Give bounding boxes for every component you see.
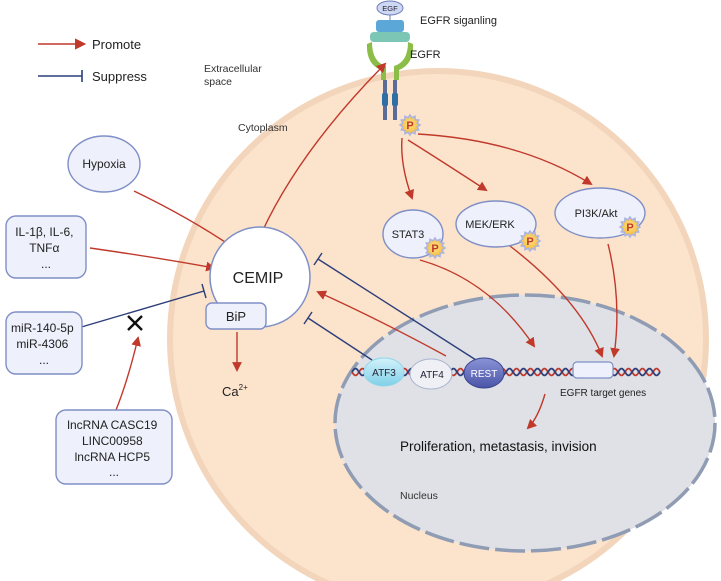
svg-text:IL-1β, IL-6, TNFα: IL-1β, IL-6, TNFα ... (15, 225, 77, 271)
cytoplasm-label: Cytoplasm (238, 122, 288, 134)
mek-erk-to-genes-arrow (509, 245, 604, 358)
egfr-extracellular-domain (366, 42, 386, 80)
extracellular-label: Extracellular space (204, 63, 265, 88)
nucleus-label: Nucleus (400, 490, 438, 502)
atf3-factor: ATF3 (363, 357, 405, 387)
mirna-suppress-bip-cap (201, 283, 207, 299)
phospho-star-icon (518, 229, 542, 253)
mirna-suppress-bip-line (77, 290, 205, 329)
phospho-label: P (526, 236, 533, 248)
svg-text:miR-140-5p miR-4306: miR-140-5p miR-4306 ... (11, 321, 77, 367)
egfr-target-gene-box (572, 361, 614, 379)
bip-box (205, 302, 267, 330)
egfr-phospho-site: P (398, 113, 422, 137)
pi3k-akt-label: PI3K/Akt (575, 208, 618, 220)
egfr-to-pi3k-akt-arrow (417, 133, 593, 186)
lncrna-line: LINC00958 (82, 434, 143, 448)
egfr-ectodomain (370, 32, 410, 42)
phospho-label: P (431, 243, 438, 255)
atf3-suppress-bip-cap (303, 311, 313, 325)
rest-suppress-cemip-cap (313, 252, 323, 266)
egfr-membrane-segment (382, 93, 388, 106)
mek-erk-label: MEK/ERK (465, 219, 515, 231)
hypoxia-label: Hypoxia (82, 157, 126, 171)
pathway-arrows (89, 62, 620, 430)
egfr-membrane-segment (392, 93, 398, 106)
svg-text:lncRNA CASC19 LINC00958: lncRNA CASC19 LINC00958 lncRNA HCP5 ... (67, 418, 160, 479)
lncrna-to-mirna-arrow (115, 336, 141, 411)
bip-label: BiP (226, 309, 246, 324)
cytokines-line: ... (41, 257, 51, 271)
cytokines-line: IL-1β, IL-6, (15, 225, 73, 239)
phospho-star-icon (618, 215, 642, 239)
atf3-suppress-bip-line (307, 317, 373, 361)
hypoxia-node: Hypoxia (67, 135, 141, 193)
blocked-cross-icon (127, 315, 143, 331)
legend-promote-label: Promote (92, 37, 141, 52)
pi3k-akt-to-genes-arrow (607, 243, 620, 358)
egfr-ligand-pocket (376, 20, 404, 32)
lncrna-box: lncRNA CASC19 LINC00958 lncRNA HCP5 ... (55, 409, 173, 485)
egfr-label: EGFR (410, 49, 441, 61)
cytokines-line: TNFα (29, 241, 59, 255)
lncrna-line: lncRNA HCP5 (75, 450, 151, 464)
suppress-lines (77, 252, 477, 361)
atf4-factor: ATF4 (409, 358, 453, 390)
legend: Promote Suppress (38, 37, 147, 84)
legend-suppress-label: Suppress (92, 69, 147, 84)
genes-to-outcome-arrow (526, 393, 546, 430)
lncrna-line: lncRNA CASC19 (67, 418, 157, 432)
egfr-to-stat3-arrow (401, 137, 414, 200)
mirna-line: ... (39, 353, 49, 367)
cemip-node: CEMIP BiP (205, 226, 311, 330)
mirna-line: miR-140-5p (11, 321, 74, 335)
egfr-signaling-label: EGFR siganling (420, 15, 497, 27)
lncrna-line: ... (109, 465, 119, 479)
atf4-label: ATF4 (420, 370, 444, 381)
mek-erk-node: MEK/ERK P (455, 200, 542, 253)
pi3k-akt-node: PI3K/Akt P (554, 187, 646, 239)
rest-factor: REST (463, 357, 505, 389)
rest-suppress-cemip-line (317, 258, 477, 361)
egf-label: EGF (382, 4, 398, 13)
phospho-label: P (626, 222, 633, 234)
cytokines-box: IL-1β, IL-6, TNFα ... (5, 215, 87, 279)
phospho-label: P (406, 120, 413, 132)
mirna-box: miR-140-5p miR-4306 ... (5, 311, 83, 375)
stat3-to-genes-arrow (419, 259, 536, 348)
phospho-star-icon (423, 236, 447, 260)
atf3-label: ATF3 (372, 368, 396, 379)
mirna-line: miR-4306 (16, 337, 68, 351)
stat3-node: STAT3 P (382, 209, 447, 260)
stat3-label: STAT3 (392, 229, 425, 241)
outcome-label: Proliferation, metastasis, invision (400, 439, 597, 454)
target-genes-label: EGFR target genes (560, 388, 646, 399)
phospho-star-icon (398, 113, 422, 137)
cemip-to-egfr-arrow (261, 62, 387, 233)
egfr-extracellular-domain (394, 42, 414, 80)
calcium-label: Ca2+ (222, 383, 248, 399)
atf4-to-cemip-arrow (316, 290, 447, 357)
cemip-label: CEMIP (233, 270, 284, 287)
egfr-to-mek-erk-arrow (407, 139, 488, 192)
rest-label: REST (471, 369, 498, 380)
cytokines-to-cemip-arrow (89, 247, 216, 272)
